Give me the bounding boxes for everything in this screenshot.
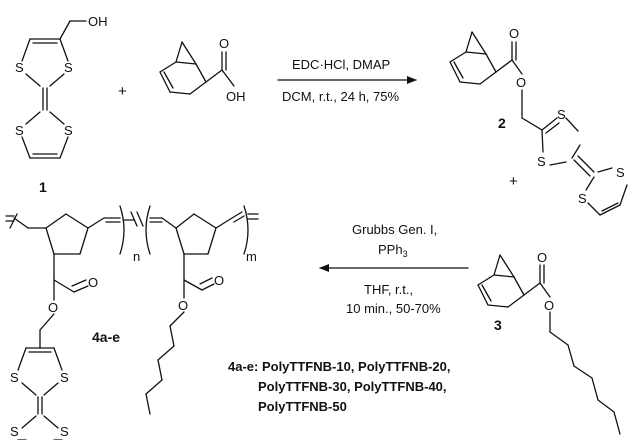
atom-s: S: [578, 191, 587, 206]
atom-s: S: [10, 370, 19, 385]
product-list-line-3: PolyTTFNB-50: [258, 399, 347, 414]
pph3-subscript: 3: [403, 249, 408, 259]
pph3-main: PPh: [378, 242, 403, 257]
plus-sign: +: [509, 173, 518, 190]
atom-oh: OH: [226, 89, 246, 104]
atom-o: O: [516, 75, 526, 90]
atom-s: S: [64, 123, 73, 138]
compound-label-1: 1: [39, 179, 47, 195]
atom-s: S: [64, 60, 73, 75]
atom-s: S: [616, 165, 625, 180]
norbornene-acid-structure: [159, 41, 235, 95]
repeat-index-m: m: [246, 249, 257, 264]
product-list-line-2: PolyTTFNB-30, PolyTTFNB-40,: [258, 379, 447, 394]
atom-o: O: [48, 300, 58, 315]
atom-s: S: [60, 370, 69, 385]
compound-3-structure: [477, 254, 621, 435]
atom-o: O: [88, 275, 98, 290]
polymer-4-structure: [5, 205, 259, 440]
product-list-line-1: 4a-e: PolyTTFNB-10, PolyTTFNB-20,: [228, 359, 450, 374]
conditions-bottom-above-1: Grubbs Gen. I,: [352, 222, 437, 237]
atom-s: S: [537, 154, 546, 169]
atom-o: O: [544, 298, 554, 313]
atom-s: S: [60, 424, 69, 439]
conditions-top-above: EDC·HCl, DMAP: [292, 57, 390, 72]
plus-sign: +: [118, 83, 127, 100]
atom-s: S: [10, 424, 19, 439]
atom-o: O: [178, 298, 188, 313]
repeat-index-n: n: [133, 249, 140, 264]
atom-s: S: [15, 60, 24, 75]
conditions-bottom-below-1: THF, r.t.,: [364, 282, 413, 297]
compound-label-2: 2: [498, 115, 506, 131]
atom-o: O: [509, 26, 519, 41]
conditions-bottom-above-2: PPh3: [378, 242, 408, 259]
conditions-bottom-below-2: 10 min., 50-70%: [346, 301, 441, 316]
atom-o: O: [219, 36, 229, 51]
atom-s: S: [15, 123, 24, 138]
conditions-top-below: DCM, r.t., 24 h, 75%: [282, 89, 399, 104]
atom-o: O: [214, 273, 224, 288]
atom-s: S: [557, 107, 566, 122]
compound-label-3: 3: [494, 317, 502, 333]
compound-label-4: 4a-e: [92, 329, 120, 345]
compound-1-structure: [21, 20, 87, 159]
atom-o: O: [537, 250, 547, 265]
compound-2-structure: [449, 31, 628, 216]
atom-oh: OH: [88, 14, 108, 29]
